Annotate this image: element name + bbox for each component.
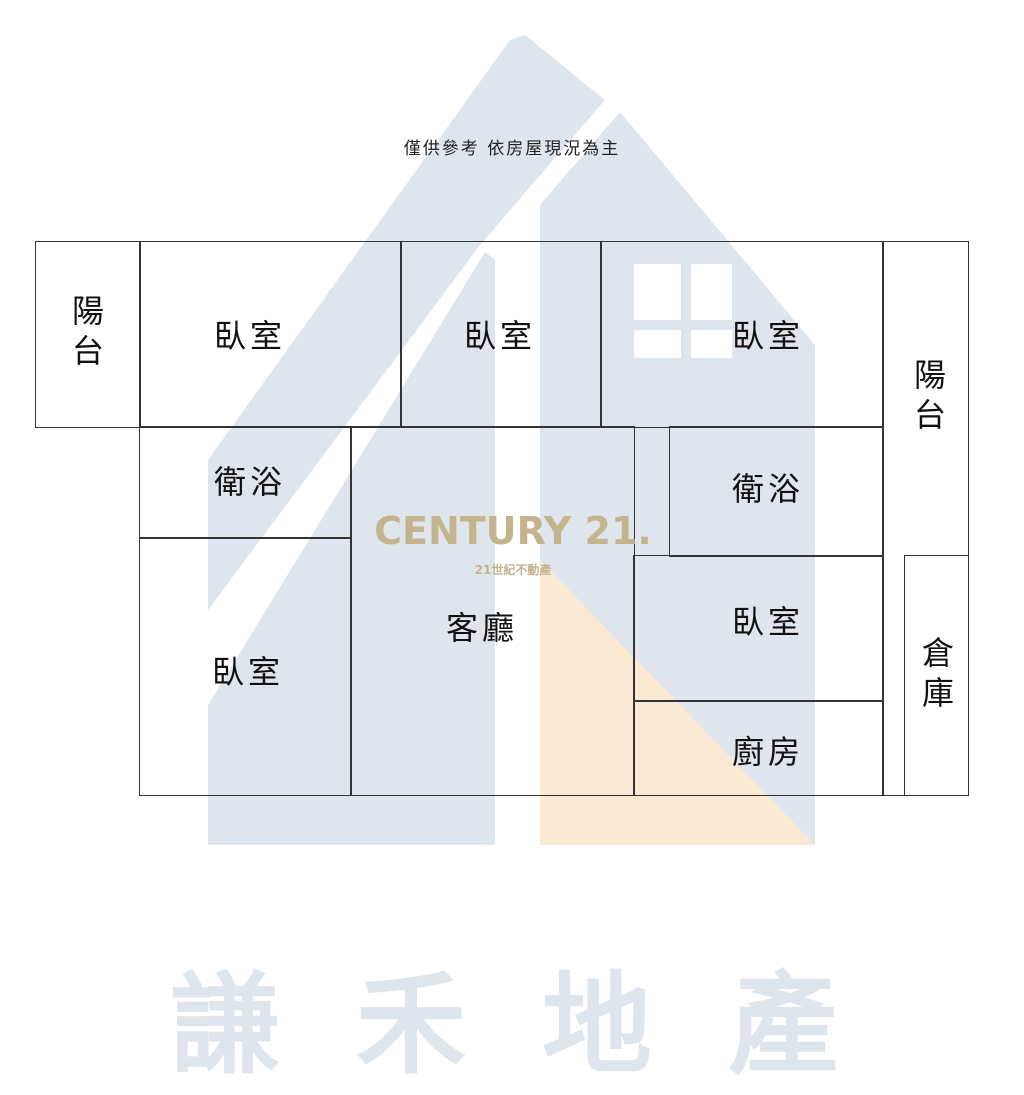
- label-living-room: 客廳: [445, 609, 519, 647]
- room-bath-left: [139, 426, 352, 539]
- watermark-window-mullion: [681, 264, 691, 358]
- label-kitchen: 廚房: [731, 733, 805, 771]
- century21-logo: CENTURY 21.: [374, 509, 652, 553]
- watermark-window-transom: [634, 320, 732, 330]
- label-bath-right: 衛浴: [731, 470, 805, 508]
- label-bedroom-4: 臥室: [211, 653, 285, 691]
- room-bedroom-4: [139, 537, 352, 796]
- room-bedroom-3: [600, 241, 884, 428]
- label-bedroom-5: 臥室: [731, 603, 805, 641]
- watermark-roof-left: [208, 35, 605, 610]
- room-living: [350, 426, 635, 796]
- room-kitchen: [633, 700, 884, 796]
- label-bedroom-1: 臥室: [213, 317, 287, 355]
- disclaimer-note: 僅供參考 依房屋現況為主: [403, 139, 621, 159]
- label-bath-left: 衛浴: [213, 463, 287, 501]
- watermark-accent-triangle: [540, 560, 815, 845]
- century21-subtitle: 21世紀不動產: [474, 563, 552, 577]
- label-storage: 倉庫: [917, 636, 955, 716]
- company-watermark: 謙禾地產: [170, 961, 914, 1089]
- room-bedroom-5: [633, 555, 884, 702]
- label-bedroom-3: 臥室: [731, 317, 805, 355]
- room-bath-right: [669, 426, 884, 557]
- label-balcony-left: 陽台: [67, 294, 105, 374]
- room-storage: [904, 555, 969, 796]
- label-balcony-right: 陽台: [909, 358, 947, 438]
- label-bedroom-2: 臥室: [463, 317, 537, 355]
- room-bedroom-2: [400, 241, 602, 428]
- room-balcony-left: [35, 241, 141, 428]
- room-bedroom-1: [139, 241, 402, 428]
